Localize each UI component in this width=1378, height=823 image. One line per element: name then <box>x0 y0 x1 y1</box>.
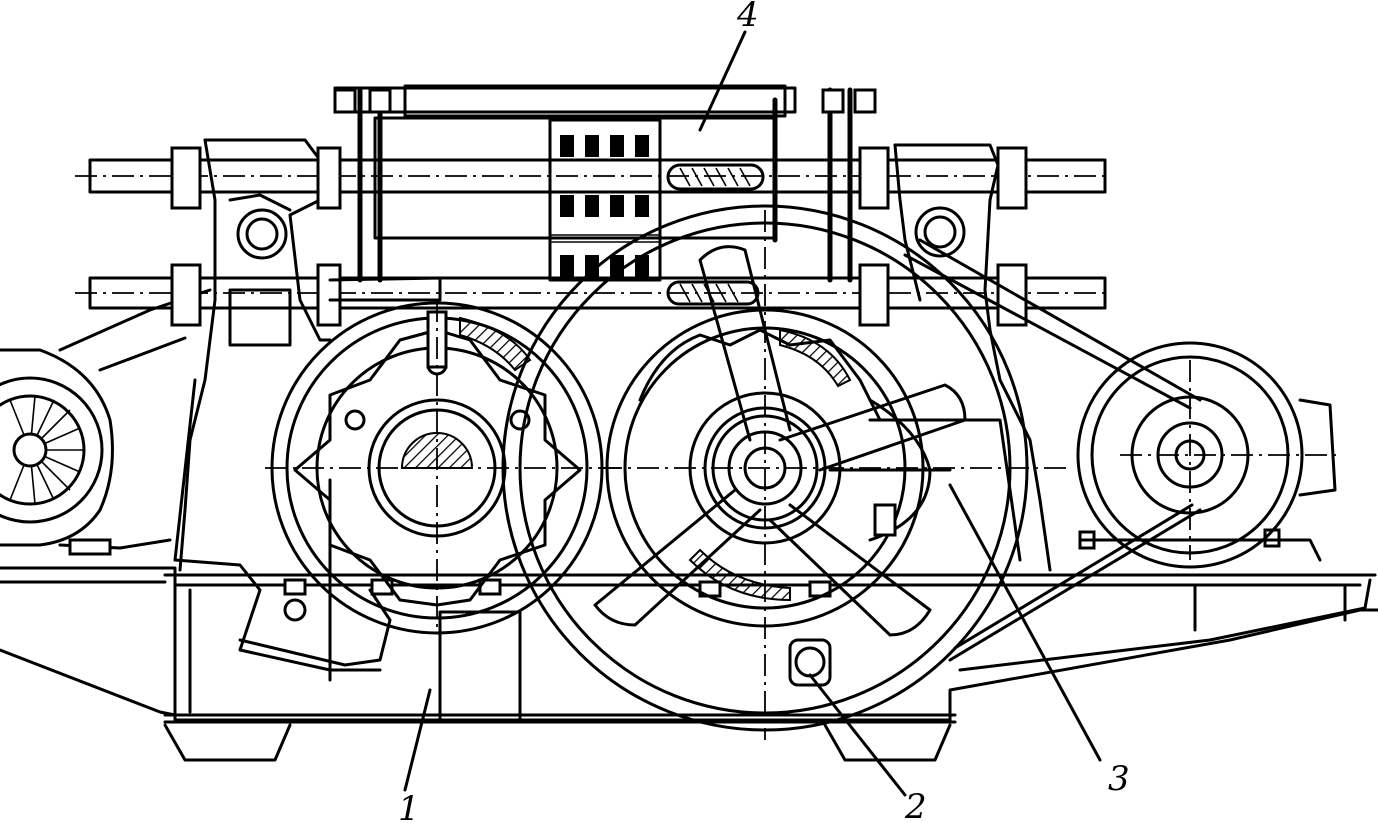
adjustment-block <box>333 84 877 306</box>
belt-drive <box>903 238 1202 662</box>
callout-3: 3 <box>1108 759 1130 799</box>
right-motor <box>1076 341 1340 569</box>
callout-4: 4 <box>736 0 759 35</box>
callout-1: 1 <box>398 789 420 823</box>
callout-2: 2 <box>904 787 927 823</box>
flywheel <box>501 204 1070 740</box>
left-motor <box>0 288 212 556</box>
right-housing <box>868 143 1052 572</box>
leader-lines <box>403 30 1102 797</box>
